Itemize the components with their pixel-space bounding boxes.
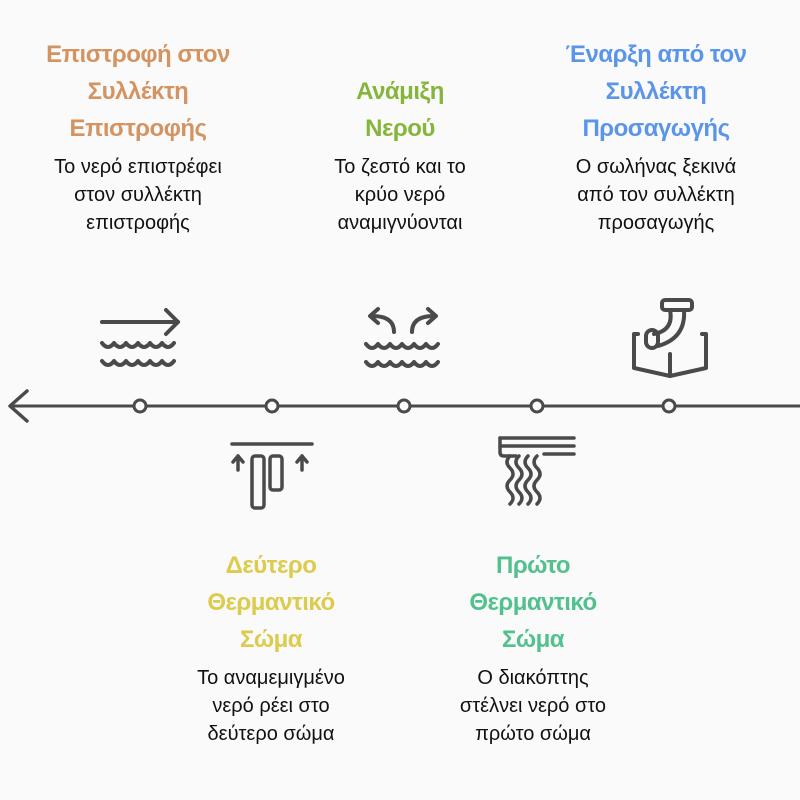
step-description: Το ζεστό και το κρύο νερό αναμιγνύονται — [334, 156, 466, 234]
step-mixing: Ανάμιξη Νερού Το ζεστό και το κρύο νερό … — [280, 73, 520, 237]
step-description: Το νερό επιστρέφει στον συλλέκτη επιστρο… — [54, 156, 222, 234]
step-title: Δεύτερο Θερμαντικό Σώμα — [207, 552, 335, 653]
step-description: Ο σωλήνας ξεκινά από τον συλλέκτη προσαγ… — [575, 156, 737, 234]
step-second: Δεύτερο Θερμαντικό Σώμα Το αναμεμιγμένο … — [151, 547, 391, 748]
timeline-node-start — [661, 398, 677, 414]
step-title: Πρώτο Θερμαντικό Σώμα — [469, 552, 597, 653]
timeline-node-mixing — [396, 398, 412, 414]
step-title: Ανάμιξη Νερού — [356, 78, 444, 142]
step-description: Το αναμεμιγμένο νερό ρέει στο δεύτερο σώ… — [197, 667, 345, 745]
step-title: Έναρξη από τον Συλλέκτη Προσαγωγής — [565, 41, 747, 142]
water-mixing-icon — [364, 307, 440, 368]
step-first: Πρώτο Θερμαντικό Σώμα Ο διακόπτης στέλνε… — [413, 547, 653, 748]
step-title: Επιστροφή στον Συλλέκτη Επιστροφής — [46, 41, 230, 142]
radiator-heat-icon — [498, 436, 576, 506]
pipe-manifold-icon — [632, 298, 708, 378]
timeline-node-first — [529, 398, 545, 414]
arrow-left-icon — [8, 389, 29, 423]
water-flow-arrow-icon — [100, 308, 180, 367]
step-start: Έναρξη από τον Συλλέκτη Προσαγωγής Ο σωλ… — [536, 36, 776, 237]
timeline-node-second — [264, 398, 280, 414]
step-return: Επιστροφή στον Συλλέκτη Επιστροφής Το νε… — [18, 36, 258, 237]
step-description: Ο διακόπτης στέλνει νερό στο πρώτο σώμα — [459, 667, 607, 745]
radiator-upflow-icon — [230, 442, 314, 510]
timeline-node-return — [132, 398, 148, 414]
